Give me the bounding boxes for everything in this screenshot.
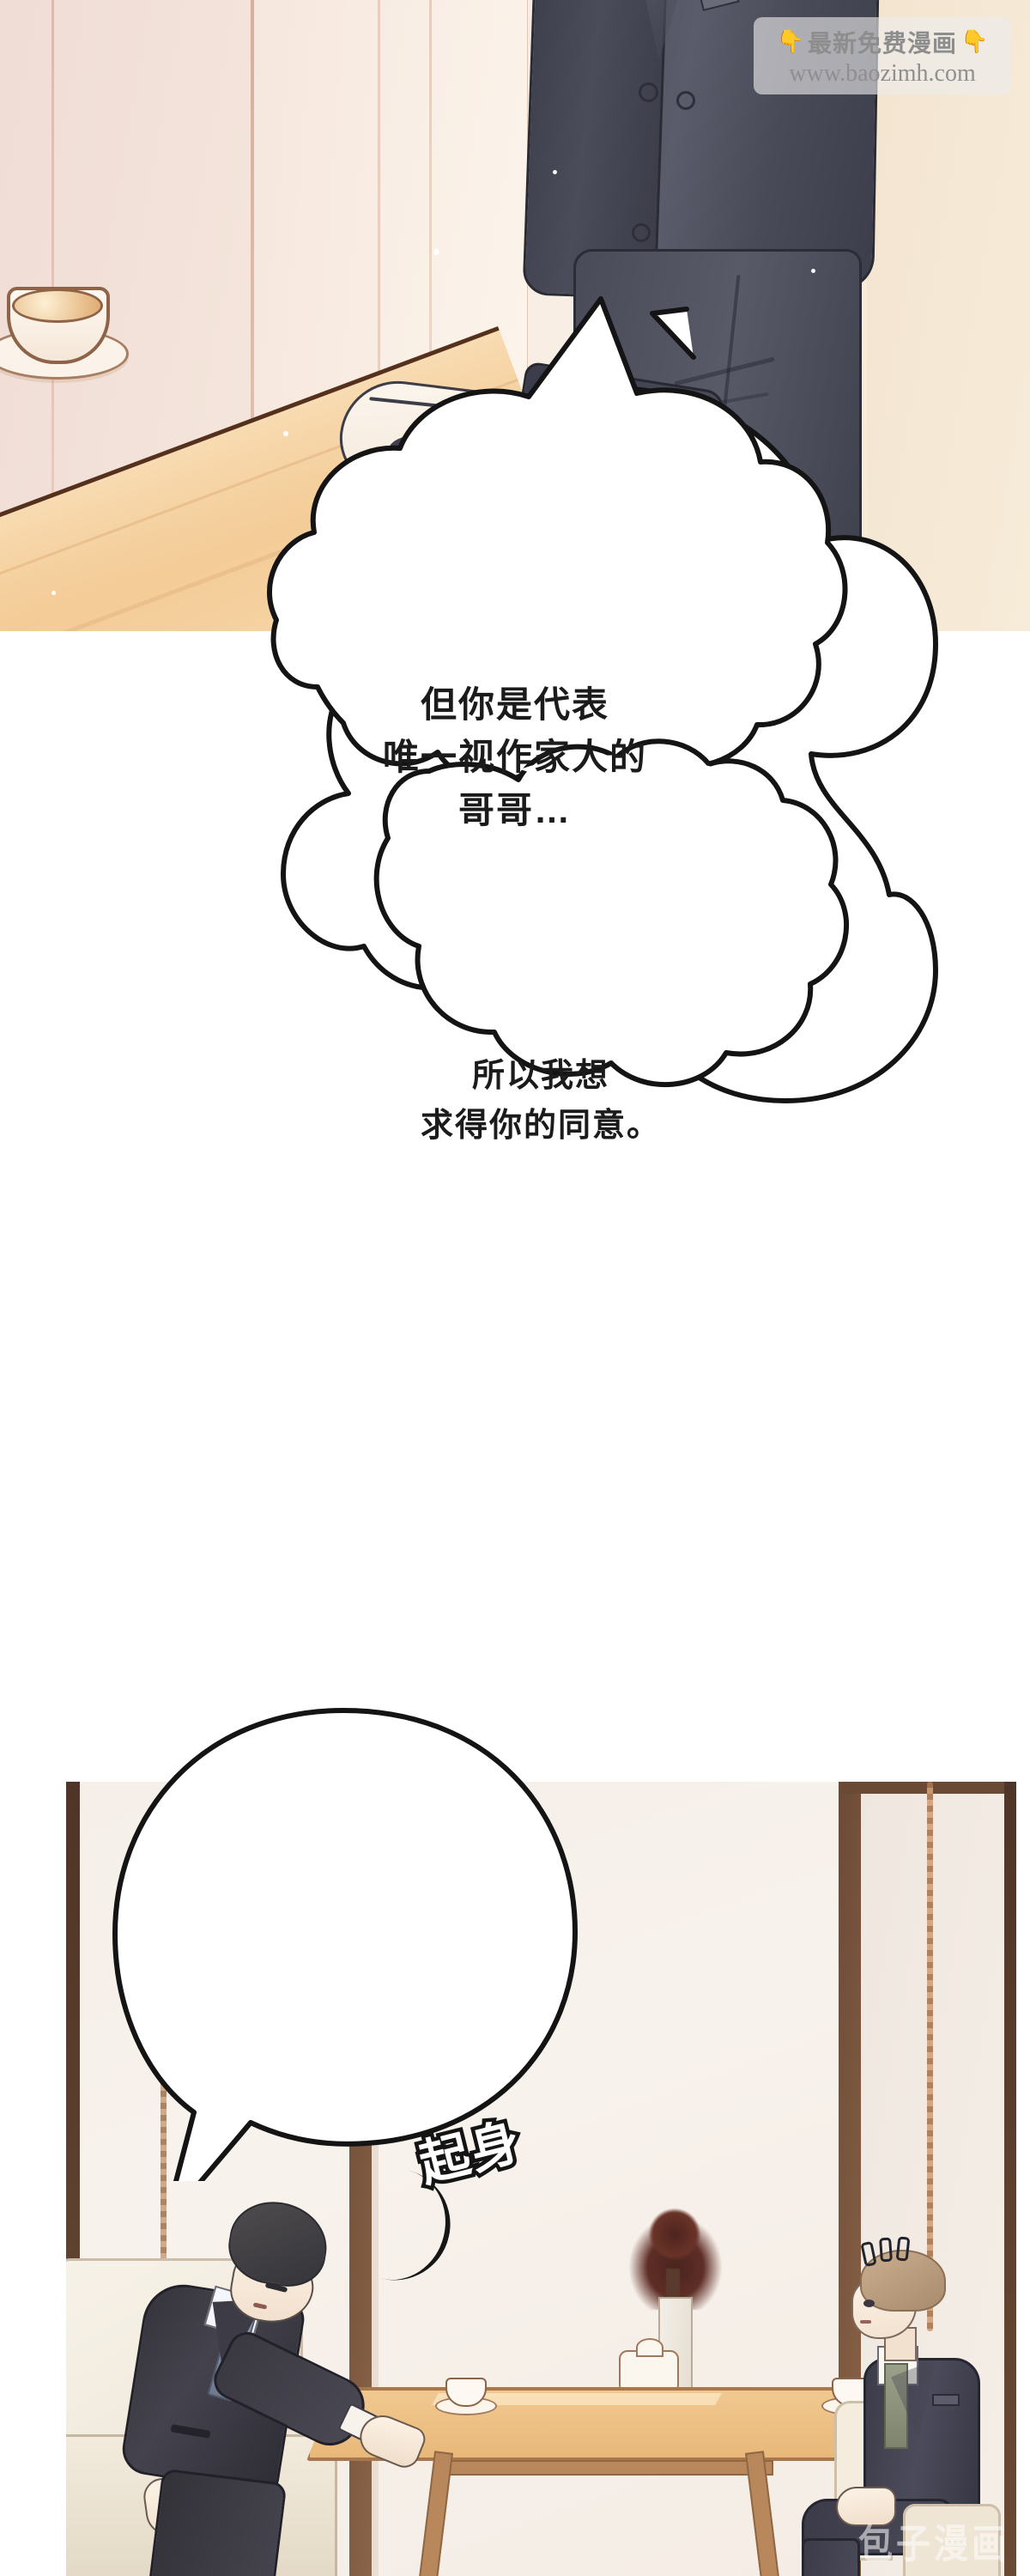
bubble-line: 唯一视作家人的 — [382, 737, 647, 778]
coffee-cup — [0, 283, 129, 386]
hanging-chain — [161, 1911, 167, 2576]
bubble-line: 哥哥… — [457, 789, 572, 830]
table-stretcher — [435, 2460, 773, 2476]
sparkle-icon — [433, 249, 439, 255]
panel-1: 👇 最新免费漫画 👇 www.baozimh.com — [0, 0, 1030, 631]
hand-on-knee — [836, 2487, 896, 2526]
jacket-button — [632, 223, 651, 242]
panel-right-gap — [1016, 1782, 1030, 2576]
wall-seam — [251, 0, 254, 601]
mouth — [860, 2320, 871, 2324]
coffee-cup — [435, 2374, 497, 2415]
eye — [863, 2300, 875, 2307]
watermark-top-url: www.baozimh.com — [789, 59, 976, 87]
latte-surface — [12, 289, 103, 323]
necktie — [884, 2363, 908, 2449]
wall-pillar-inner — [372, 1782, 379, 2576]
panel-right-frame — [1004, 1782, 1016, 2576]
point-down-hand-icon: 👇 — [960, 28, 989, 54]
shin — [802, 2538, 860, 2576]
speech-bubble-3 — [112, 1708, 578, 2181]
hair — [860, 2250, 946, 2312]
bubble-line: 但你是代表 — [420, 684, 609, 725]
sparkle-icon — [553, 170, 557, 174]
watermark-bottom: 包子漫画 — [858, 2523, 1009, 2567]
bubble-line: 求得你的同意。 — [420, 1107, 661, 1144]
alcove-header — [839, 1782, 1030, 1794]
surprise-marks-icon — [860, 2236, 914, 2268]
speech-bubbles — [267, 296, 850, 1088]
point-down-hand-icon: 👇 — [776, 28, 804, 54]
seated-man-figure — [802, 2250, 1001, 2576]
jacket-button — [676, 91, 695, 110]
bubble-1-text: 但你是代表唯一视作家人的哥哥… — [318, 678, 712, 836]
hanging-chain — [927, 1782, 933, 2331]
armchair-arm — [903, 2504, 1001, 2576]
bubble-2-text: 所以我想求得你的同意。 — [360, 1052, 721, 1151]
wall-seam — [52, 0, 54, 567]
wall-seam — [429, 0, 432, 631]
dried-flowers — [628, 2208, 723, 2312]
wall-right — [867, 0, 1030, 631]
sparkle-icon — [811, 269, 815, 273]
bubble-line: 所以我想 — [471, 1058, 609, 1094]
watermark-top-row: 👇 最新免费漫画 👇 — [777, 25, 989, 59]
watermark-top-label: 最新免费漫画 — [807, 29, 957, 57]
table-leg — [745, 2451, 779, 2576]
sparkle-icon — [283, 431, 288, 436]
trousers — [148, 2468, 288, 2576]
sparkle-icon — [52, 591, 56, 595]
watermark-top: 👇 最新免费漫画 👇 www.baozimh.com — [754, 17, 1011, 94]
cup-body — [445, 2378, 487, 2407]
jacket-button — [639, 82, 658, 102]
pocket-square — [932, 2394, 960, 2406]
